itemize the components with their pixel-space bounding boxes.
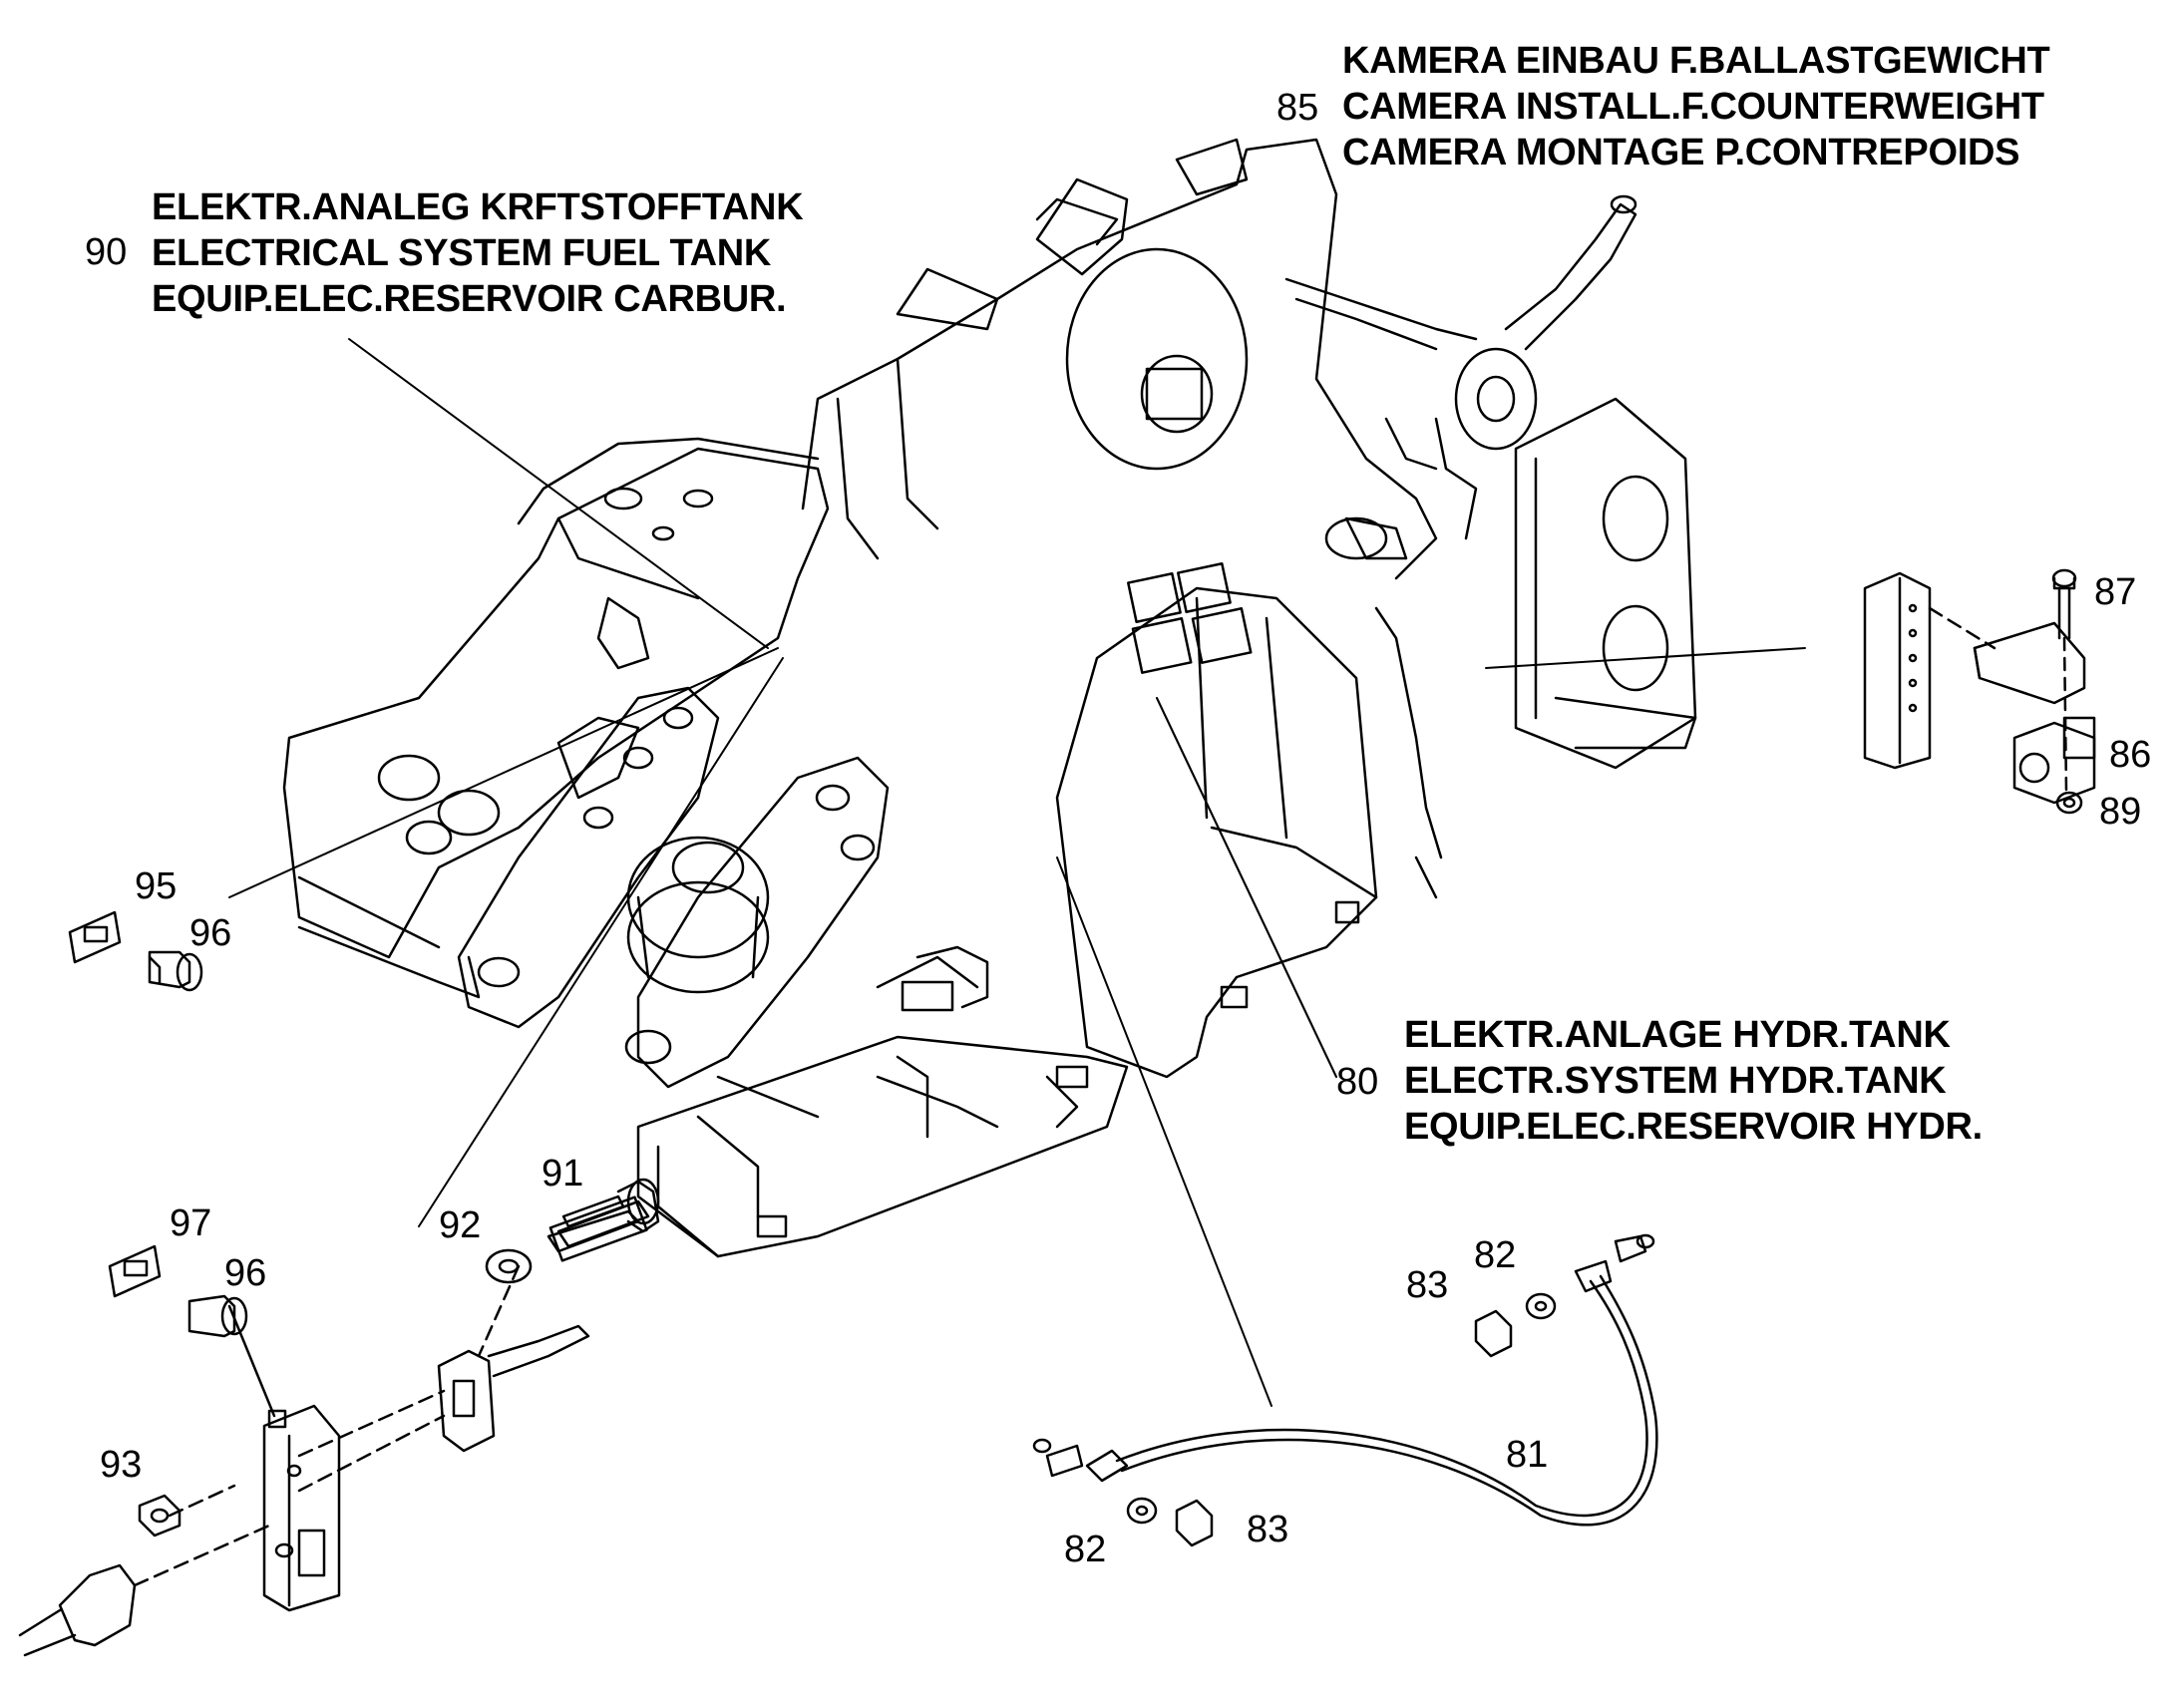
callout-86: 86 xyxy=(2109,734,2152,776)
group-85-line-en: CAMERA INSTALL.F.COUNTERWEIGHT xyxy=(1342,86,2044,128)
callout-92: 92 xyxy=(439,1204,482,1246)
group-80-line-en: ELECTR.SYSTEM HYDR.TANK xyxy=(1404,1060,1947,1102)
callout-96-lower: 96 xyxy=(224,1252,267,1294)
callout-91: 91 xyxy=(542,1153,584,1195)
callout-97: 97 xyxy=(170,1202,212,1244)
group-90-line-de: ELEKTR.ANALEG KRFTSTOFFTANK xyxy=(152,186,804,228)
group-90-line-en: ELECTRICAL SYSTEM FUEL TANK xyxy=(152,232,772,274)
camera-bracket-assembly xyxy=(1863,568,2096,815)
callout-83-lower: 83 xyxy=(1247,1509,1289,1550)
callout-93: 93 xyxy=(100,1444,143,1486)
callout-87: 87 xyxy=(2094,571,2137,613)
callout-89: 89 xyxy=(2099,791,2142,833)
plug-95-96 xyxy=(68,910,203,992)
machine-frame xyxy=(282,138,1697,1258)
callout-83-upper: 83 xyxy=(1406,1264,1449,1306)
bolt-91-washer-92 xyxy=(485,1178,660,1284)
group-80-number: 80 xyxy=(1336,1061,1379,1103)
callout-82-upper: 82 xyxy=(1474,1234,1517,1276)
group-90-number: 90 xyxy=(85,231,128,273)
group-80-line-de: ELEKTR.ANLAGE HYDR.TANK xyxy=(1404,1014,1951,1056)
group-90-line-fr: EQUIP.ELEC.RESERVOIR CARBUR. xyxy=(152,278,787,320)
ground-cable-assembly xyxy=(1032,1233,1658,1547)
callout-96-upper: 96 xyxy=(189,912,232,954)
leader-lines xyxy=(228,338,1806,1407)
group-80-line-fr: EQUIP.ELEC.RESERVOIR HYDR. xyxy=(1404,1106,1983,1148)
group-85-line-fr: CAMERA MONTAGE P.CONTREPOIDS xyxy=(1342,132,2020,173)
connector-bracket-assembly xyxy=(18,1244,590,1657)
callout-81: 81 xyxy=(1506,1434,1549,1476)
callout-95: 95 xyxy=(135,865,178,907)
callout-82-lower: 82 xyxy=(1064,1529,1107,1570)
group-85-number: 85 xyxy=(1276,87,1319,129)
group-85-line-de: KAMERA EINBAU F.BALLASTGEWICHT xyxy=(1342,40,2050,82)
